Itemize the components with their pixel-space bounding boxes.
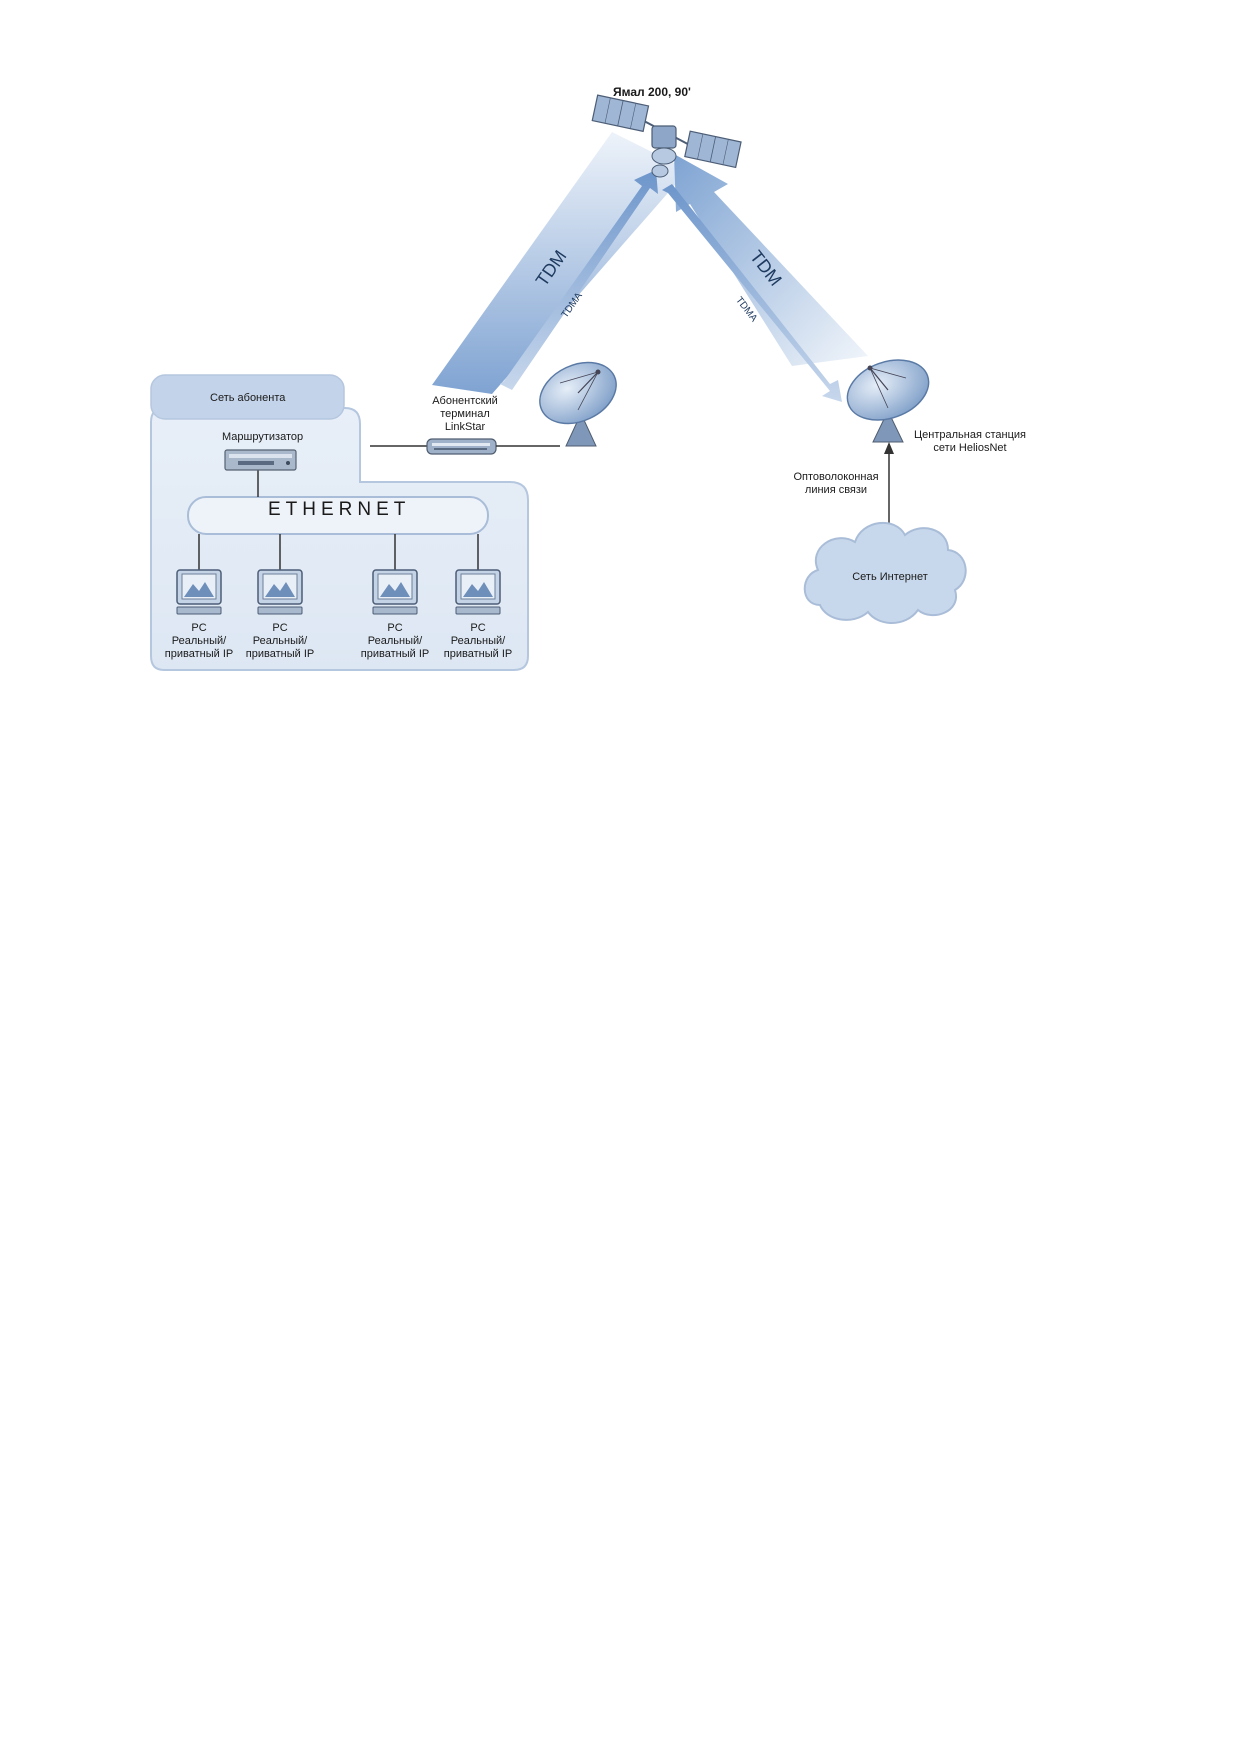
terminal-label: Абонентский терминал LinkStar [432, 395, 498, 433]
hub-dish-icon [846, 359, 930, 443]
pc-icon [455, 569, 501, 615]
linkstar-terminal [426, 438, 497, 455]
pc-icon [257, 569, 303, 615]
pc-label: PC Реальный/ приватный IP [245, 622, 315, 660]
fiber-label: Оптоволоконная линия связи [793, 471, 879, 496]
subscriber-network-tab [150, 374, 345, 420]
pc-icon [176, 569, 222, 615]
ethernet-bus [187, 496, 489, 535]
ethernet-label: ETHERNET [268, 499, 411, 520]
tdm-downlink-left [432, 132, 688, 394]
internet-cloud-icon [803, 521, 967, 624]
router-device [224, 449, 297, 471]
satellite-icon [591, 94, 742, 178]
tdma-downlink-right [662, 184, 842, 402]
fiber-link [884, 442, 894, 528]
subscriber-dish-icon [539, 361, 617, 447]
hub-station-label: Центральная станция сети HeliosNet [914, 429, 1026, 454]
subscriber-network-panel [150, 374, 529, 671]
subscriber-network-label: Сеть абонента [210, 392, 286, 404]
tdma-uplink-left [500, 170, 658, 390]
pc-icon [372, 569, 418, 615]
pc-label: PC Реальный/ приватный IP [360, 622, 430, 660]
tdm-uplink-right [674, 154, 868, 366]
router-label: Маршрутизатор [222, 431, 304, 443]
pc-label: PC Реальный/ приватный IP [443, 622, 513, 660]
pc-label: PC Реальный/ приватный IP [164, 622, 234, 660]
internet-label: Сеть Интернет [852, 571, 928, 583]
satellite-label: Ямал 200, 90' [613, 85, 691, 99]
